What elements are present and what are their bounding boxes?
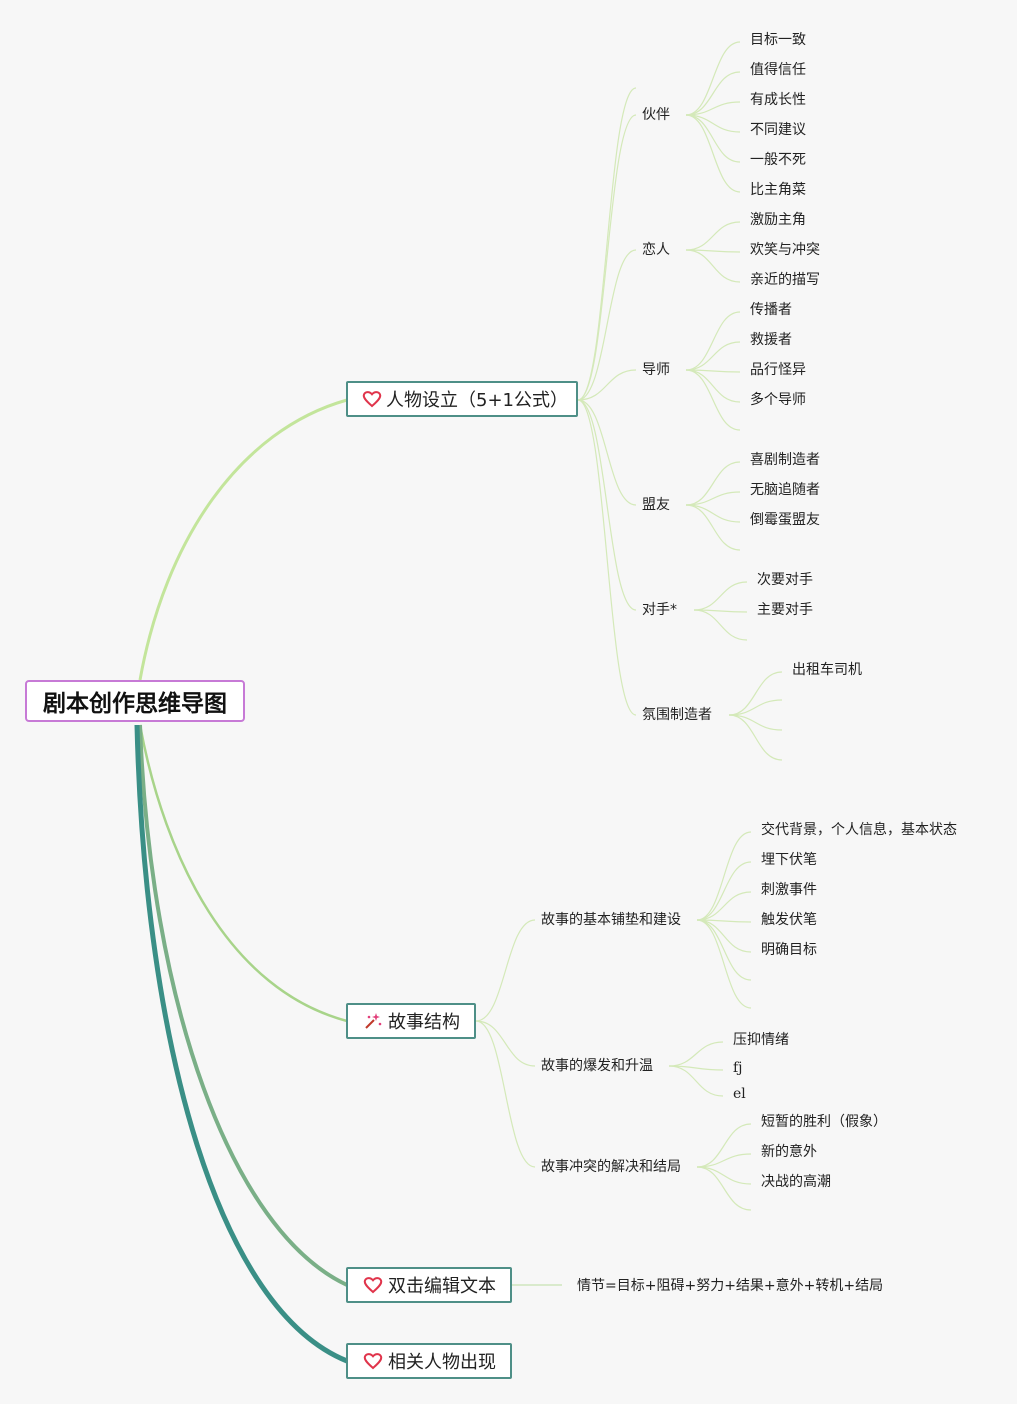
leaf-rival[interactable]: 次要对手	[757, 572, 813, 588]
leaf-mentor[interactable]: 品行怪异	[750, 362, 806, 378]
leaf-setup[interactable]: 明确目标	[761, 942, 817, 958]
group-mentor[interactable]: 导师	[642, 362, 670, 378]
leaf-ally[interactable]: 喜剧制造者	[750, 452, 820, 468]
group-rival[interactable]: 对手*	[642, 602, 677, 618]
leaf-rise[interactable]: el	[733, 1086, 746, 1102]
group-partner[interactable]: 伙伴	[642, 107, 670, 123]
leaf-partner[interactable]: 一般不死	[750, 152, 806, 168]
leaf-lover[interactable]: 激励主角	[750, 212, 806, 228]
leaf-lover[interactable]: 欢笑与冲突	[750, 242, 820, 258]
node-structure[interactable]: 故事结构	[346, 1003, 476, 1039]
leaf-setup[interactable]: 交代背景，个人信息，基本状态	[761, 822, 957, 838]
leaf-partner[interactable]: 不同建议	[750, 122, 806, 138]
root-title: 剧本创作思维导图	[43, 691, 227, 717]
leaf-mentor[interactable]: 传播者	[750, 302, 792, 318]
node-related[interactable]: 相关人物出现	[346, 1343, 512, 1379]
root-node[interactable]: 剧本创作思维导图	[25, 680, 245, 722]
edit-note[interactable]: 情节=目标+阻碍+努力+结果+意外+转机+结局	[577, 1278, 884, 1294]
group-rise[interactable]: 故事的爆发和升温	[541, 1058, 653, 1074]
group-resolve[interactable]: 故事冲突的解决和结局	[541, 1159, 681, 1175]
node-structure-label: 故事结构	[388, 1012, 460, 1033]
node-characters-label: 人物设立（5+1公式）	[386, 390, 568, 411]
leaf-mentor[interactable]: 救援者	[750, 332, 792, 348]
node-edit-text-label: 双击编辑文本	[388, 1276, 496, 1297]
leaf-setup[interactable]: 刺激事件	[761, 882, 817, 898]
node-edit-text[interactable]: 双击编辑文本	[346, 1267, 512, 1303]
magic-wand-icon	[362, 1010, 384, 1032]
leaf-setup[interactable]: 埋下伏笔	[761, 852, 817, 868]
leaf-mentor[interactable]: 多个导师	[750, 392, 806, 408]
leaf-resolve[interactable]: 短暂的胜利（假象）	[761, 1114, 887, 1130]
heart-icon	[362, 1274, 384, 1296]
leaf-partner[interactable]: 有成长性	[750, 92, 806, 108]
node-characters[interactable]: 人物设立（5+1公式）	[346, 381, 578, 417]
leaf-lover[interactable]: 亲近的描写	[750, 272, 820, 288]
group-lover[interactable]: 恋人	[642, 242, 670, 258]
heart-icon	[362, 388, 382, 410]
leaf-atmos[interactable]: 出租车司机	[792, 662, 862, 678]
leaf-setup[interactable]: 触发伏笔	[761, 912, 817, 928]
leaf-rival[interactable]: 主要对手	[757, 602, 813, 618]
group-atmos[interactable]: 氛围制造者	[642, 707, 712, 723]
leaf-resolve[interactable]: 决战的高潮	[761, 1174, 831, 1190]
leaf-rise[interactable]: fj	[733, 1060, 743, 1076]
group-ally[interactable]: 盟友	[642, 497, 670, 513]
leaf-partner[interactable]: 值得信任	[750, 62, 806, 78]
group-setup[interactable]: 故事的基本铺垫和建设	[541, 912, 681, 928]
leaf-partner[interactable]: 比主角菜	[750, 182, 806, 198]
leaf-resolve[interactable]: 新的意外	[761, 1144, 817, 1160]
leaf-ally[interactable]: 无脑追随者	[750, 482, 820, 498]
leaf-rise[interactable]: 压抑情绪	[733, 1032, 789, 1048]
leaf-ally[interactable]: 倒霉蛋盟友	[750, 512, 820, 528]
node-related-label: 相关人物出现	[388, 1352, 496, 1373]
leaf-partner[interactable]: 目标一致	[750, 32, 806, 48]
heart-icon	[362, 1350, 384, 1372]
